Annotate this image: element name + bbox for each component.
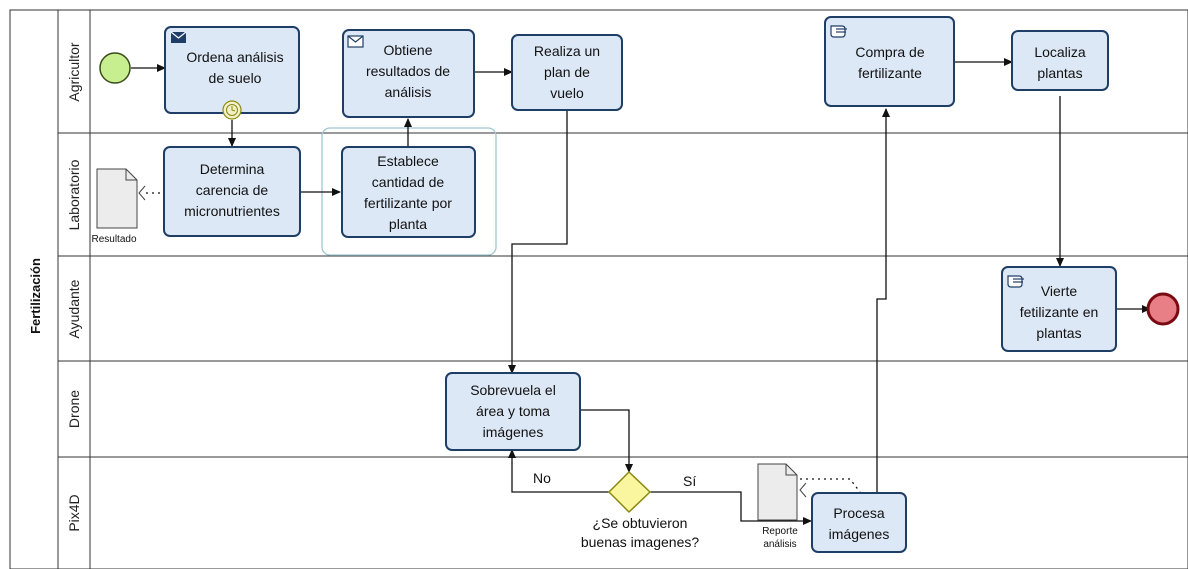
lane-label-laboratorio: Laboratorio bbox=[66, 159, 82, 230]
end-event[interactable] bbox=[1146, 292, 1180, 326]
exclusive-gateway[interactable] bbox=[607, 470, 652, 514]
task-ordena-line-2: de suelo bbox=[209, 70, 262, 86]
task-localiza-line-1: Localiza bbox=[1034, 44, 1086, 60]
task-sobrevuela-line-2: área y toma bbox=[476, 403, 550, 419]
envelope-outline-icon bbox=[347, 35, 364, 48]
task-realiza-line-2: plan de bbox=[544, 64, 590, 80]
task-establece-line-4: planta bbox=[389, 216, 427, 232]
task-obtiene-line-3: análisis bbox=[385, 84, 432, 100]
task-localiza-line-2: plantas bbox=[1037, 65, 1082, 81]
task-obtiene-line-1: Obtiene bbox=[383, 42, 432, 58]
task-realiza-line-3: vuelo bbox=[550, 85, 584, 101]
task-vierte-line-1: Vierte bbox=[1041, 283, 1078, 299]
task-realiza-line-1: Realiza un bbox=[534, 43, 600, 59]
task-vierte-fertilizante[interactable]: Vierte fetilizante en plantas bbox=[1001, 266, 1117, 352]
task-sobrevuela-line-1: Sobrevuela el bbox=[470, 382, 556, 398]
task-determina-line-3: micronutrientes bbox=[184, 203, 280, 219]
sequence-flows bbox=[131, 58, 1151, 525]
task-ordena-line-1: Ordena análisis bbox=[186, 49, 283, 65]
task-establece-cantidad[interactable]: Establece cantidad de fertilizante por p… bbox=[341, 146, 476, 238]
gateway-no-label: No bbox=[533, 470, 551, 486]
task-determina-line-2: carencia de bbox=[196, 182, 269, 198]
lane-label-drone: Drone bbox=[66, 390, 82, 428]
gateway-question-line-2: buenas imagenes? bbox=[581, 534, 700, 550]
lane-label-agricultor: Agricultor bbox=[66, 42, 82, 101]
task-vierte-line-3: plantas bbox=[1036, 325, 1081, 341]
task-compra-fertilizante[interactable]: Compra de fertilizante bbox=[824, 16, 955, 107]
task-determina-line-1: Determina bbox=[200, 161, 265, 177]
task-sobrevuela-line-3: imágenes bbox=[483, 424, 544, 440]
manual-task-icon bbox=[1007, 275, 1024, 288]
lane-label-ayudante: Ayudante bbox=[66, 279, 82, 338]
data-object-reporte[interactable] bbox=[757, 463, 807, 521]
gateway-si-label: Sí bbox=[683, 473, 696, 489]
task-procesa-line-2: imágenes bbox=[829, 526, 890, 542]
task-establece-line-2: cantidad de bbox=[372, 174, 445, 190]
task-establece-line-3: fertilizante por bbox=[364, 195, 452, 211]
data-object-resultado-label: Resultado bbox=[91, 234, 136, 245]
task-obtiene-resultados[interactable]: Obtiene resultados de análisis bbox=[342, 29, 475, 118]
envelope-filled-icon bbox=[170, 31, 187, 43]
start-event[interactable] bbox=[99, 52, 131, 84]
task-procesa-line-1: Procesa bbox=[833, 505, 885, 521]
association-reporte bbox=[800, 478, 861, 493]
data-object-resultado[interactable] bbox=[96, 168, 146, 229]
timer-icon bbox=[222, 100, 242, 120]
task-obtiene-line-2: resultados de bbox=[366, 63, 450, 79]
gateway-question-line-1: ¿Se obtuvieron bbox=[593, 515, 688, 531]
task-ordena-analisis[interactable]: Ordena análisis de suelo bbox=[164, 26, 300, 114]
task-realiza-plan[interactable]: Realiza un plan de vuelo bbox=[511, 34, 623, 111]
data-object-reporte-label-2: análisis bbox=[763, 539, 796, 550]
task-compra-line-1: Compra de bbox=[855, 44, 924, 60]
pool-label: Fertilización bbox=[28, 258, 43, 334]
task-vierte-line-2: fetilizante en bbox=[1020, 304, 1099, 320]
task-sobrevuela[interactable]: Sobrevuela el área y toma imágenes bbox=[445, 372, 581, 451]
data-object-reporte-label-1: Reporte bbox=[762, 526, 798, 537]
manual-task-icon bbox=[830, 25, 847, 38]
task-determina-carencia[interactable]: Determina carencia de micronutrientes bbox=[163, 146, 301, 237]
task-establece-line-1: Establece bbox=[377, 153, 439, 169]
task-compra-line-2: fertilizante bbox=[858, 65, 922, 81]
task-localiza-plantas[interactable]: Localiza plantas bbox=[1011, 30, 1109, 91]
task-procesa-imagenes[interactable]: Procesa imágenes bbox=[811, 492, 907, 553]
lane-label-pix4d: Pix4D bbox=[66, 494, 82, 531]
